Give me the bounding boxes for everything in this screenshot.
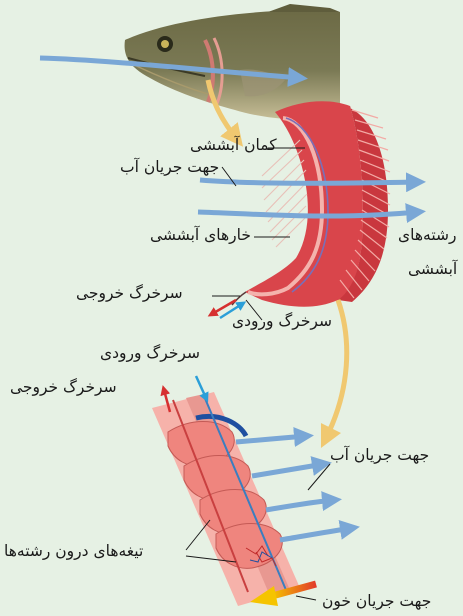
label-blood-flow: جهت جریان خون	[322, 594, 431, 610]
water-arrow-5	[266, 500, 334, 510]
label-afferent-artery-mid: سرخرگ ورودی	[100, 346, 200, 362]
label-gill-arch: کمان آبششی	[190, 138, 277, 154]
water-arrow-4	[252, 464, 324, 476]
label-afferent-artery-top: سرخرگ ورودی	[232, 314, 332, 330]
label-water-flow-top: جهت جریان آب	[120, 160, 219, 176]
label-gill-rakers: خارهای آبششی	[150, 228, 251, 244]
gill-arch-illustration	[232, 101, 390, 307]
label-efferent-artery-top: سرخرگ خروجی	[76, 286, 183, 302]
filament-closeup-illustration	[152, 392, 300, 606]
label-efferent-artery-mid: سرخرگ خروجی	[10, 380, 117, 396]
label-gill-filaments-1: رشته‌های	[398, 228, 457, 244]
label-lamellae: تیغه‌های درون رشته‌ها	[4, 544, 143, 560]
label-water-flow-bottom: جهت جریان آب	[330, 448, 429, 464]
water-arrow-3	[236, 436, 306, 442]
water-arrow-6	[280, 528, 352, 540]
label-gill-filaments-2: آبششی	[408, 262, 457, 278]
